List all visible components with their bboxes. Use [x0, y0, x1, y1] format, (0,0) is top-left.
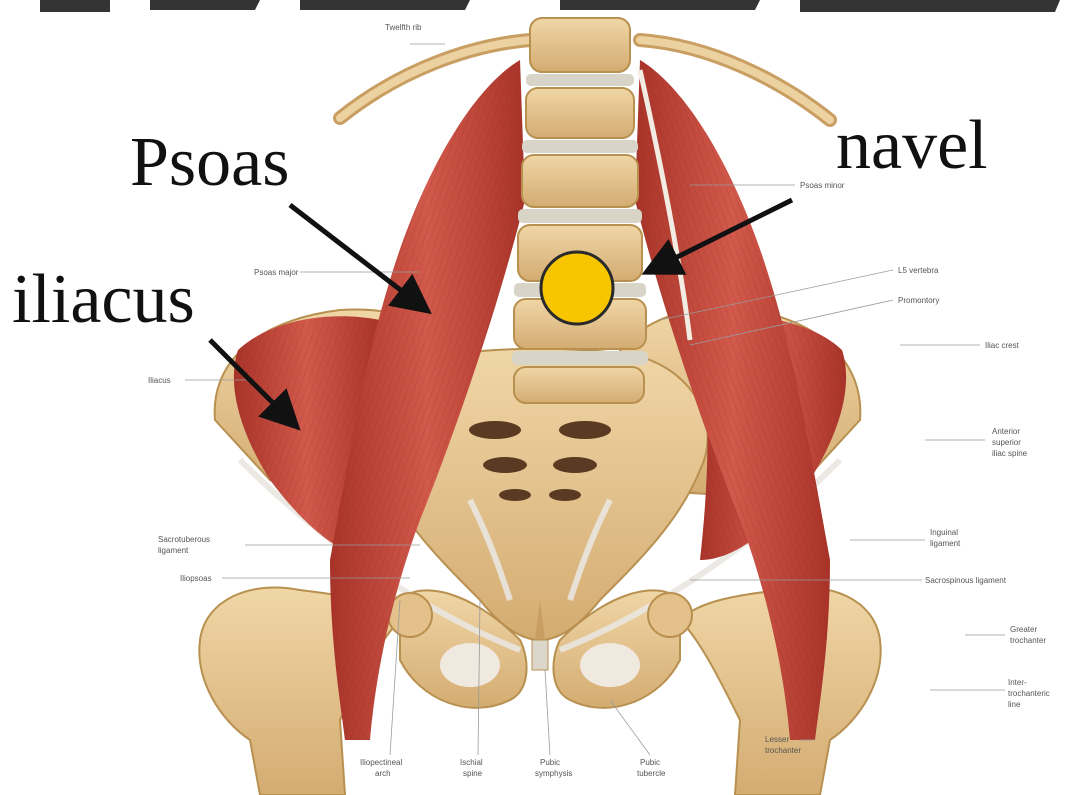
label-inguinal-1: Inguinal: [930, 528, 958, 537]
label-asis-1: Anterior: [992, 427, 1020, 436]
label-pubic-symphysis-1: Pubic: [540, 758, 560, 767]
label-intertroch-1: Inter-: [1008, 678, 1027, 687]
label-promontory: Promontory: [898, 296, 939, 305]
label-asis-2: superior: [992, 438, 1021, 447]
label-iliacus: Iliacus: [148, 376, 171, 385]
label-lesser-troch-2: trochanter: [765, 746, 801, 755]
label-iliopectineal-1: Iliopectineal: [360, 758, 402, 767]
label-ischial-1: Ischial: [460, 758, 483, 767]
label-asis-3: iliac spine: [992, 449, 1028, 458]
label-psoas-major: Psoas major: [254, 268, 299, 277]
label-l5-vertebra: L5 vertebra: [898, 266, 939, 275]
label-greater-troch-2: trochanter: [1010, 636, 1046, 645]
label-sacrotuberous-2: ligament: [158, 546, 189, 555]
label-ischial-2: spine: [463, 769, 483, 778]
label-iliac-crest: Iliac crest: [985, 341, 1020, 350]
label-pubic-tubercle-1: Pubic: [640, 758, 660, 767]
callout-navel: navel: [836, 107, 988, 184]
label-inguinal-2: ligament: [930, 539, 961, 548]
label-pubic-tubercle-2: tubercle: [637, 769, 666, 778]
lumbar-spine: [512, 18, 648, 403]
cropped-title-remnant: [0, 0, 1072, 14]
label-intertroch-3: line: [1008, 700, 1021, 709]
label-sacrotuberous-1: Sacrotuberous: [158, 535, 210, 544]
label-lesser-troch-1: Lesser: [765, 735, 789, 744]
callout-iliacus: iliacus: [12, 261, 195, 338]
label-intertroch-2: trochanteric: [1008, 689, 1050, 698]
label-pubic-symphysis-2: symphysis: [535, 769, 572, 778]
label-sacrospinous: Sacrospinous ligament: [925, 576, 1007, 585]
label-iliopsoas: Iliopsoas: [180, 574, 212, 583]
callout-psoas: Psoas: [130, 124, 289, 201]
label-greater-troch-1: Greater: [1010, 625, 1037, 634]
label-iliopectineal-2: arch: [375, 769, 391, 778]
navel-marker-dot: [541, 252, 613, 324]
label-twelfth-rib: Twelfth rib: [385, 23, 422, 32]
